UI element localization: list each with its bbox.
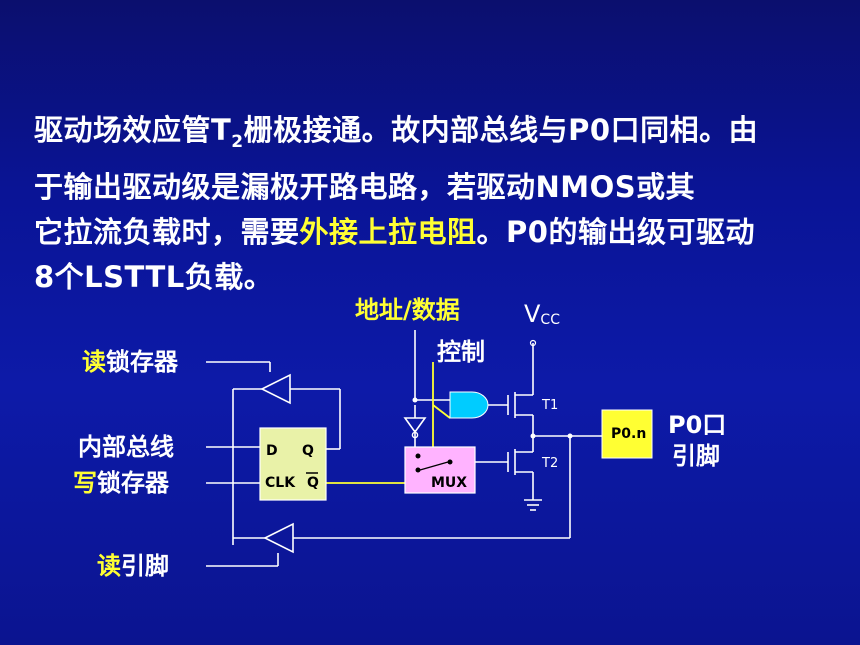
pullup-highlight: 外接上拉电阻 xyxy=(299,214,477,249)
mux-label: MUX xyxy=(431,475,467,491)
t2-label: T2 xyxy=(541,456,558,471)
ff-qbar-label: Q xyxy=(307,475,319,491)
read-pin-buffer-icon xyxy=(263,522,294,554)
text-line-4: 8个LSTTL负载。 xyxy=(34,259,274,294)
pin-box-label: P0.n xyxy=(611,426,646,442)
text-line-1: 驱动场效应管T2栅极接通。故内部总线与P0口同相。由 xyxy=(34,113,759,152)
ff-q-label: Q xyxy=(302,443,314,459)
write-latch-label: 写锁存器 xyxy=(73,469,170,497)
text-line-2: 于输出驱动级是漏极开路电路，若驱动NMOS或其 xyxy=(34,169,696,204)
latch-block xyxy=(259,427,327,501)
ff-clk-label: CLK xyxy=(265,475,296,491)
t1-transistor-icon xyxy=(507,388,534,422)
addr-data-label: 地址/数据 xyxy=(355,296,460,324)
port-label-line2: 引脚 xyxy=(672,442,720,470)
inverter-icon xyxy=(403,417,427,434)
pin-box xyxy=(601,409,653,459)
internal-bus-label: 内部总线 xyxy=(78,433,174,461)
t1-label: T1 xyxy=(541,398,558,413)
read-latch-buffer-icon xyxy=(260,373,291,405)
and-gate-icon xyxy=(449,391,489,419)
control-label: 控制 xyxy=(437,338,485,366)
read-pin-label: 读引脚 xyxy=(97,552,169,580)
port-label-line1: P0口 xyxy=(668,411,726,439)
read-latch-label: 读锁存器 xyxy=(82,348,179,376)
junction-dots xyxy=(412,339,573,439)
description-paragraph: 驱动场效应管T2栅极接通。故内部总线与P0口同相。由 于输出驱动级是漏极开路电路… xyxy=(34,108,854,300)
text-line-3: 它拉流负载时，需要外接上拉电阻。P0的输出级可驱动 xyxy=(34,214,755,249)
vcc-label: VCC xyxy=(524,300,560,328)
ff-d-label: D xyxy=(266,443,278,459)
t2-transistor-icon xyxy=(507,446,534,478)
